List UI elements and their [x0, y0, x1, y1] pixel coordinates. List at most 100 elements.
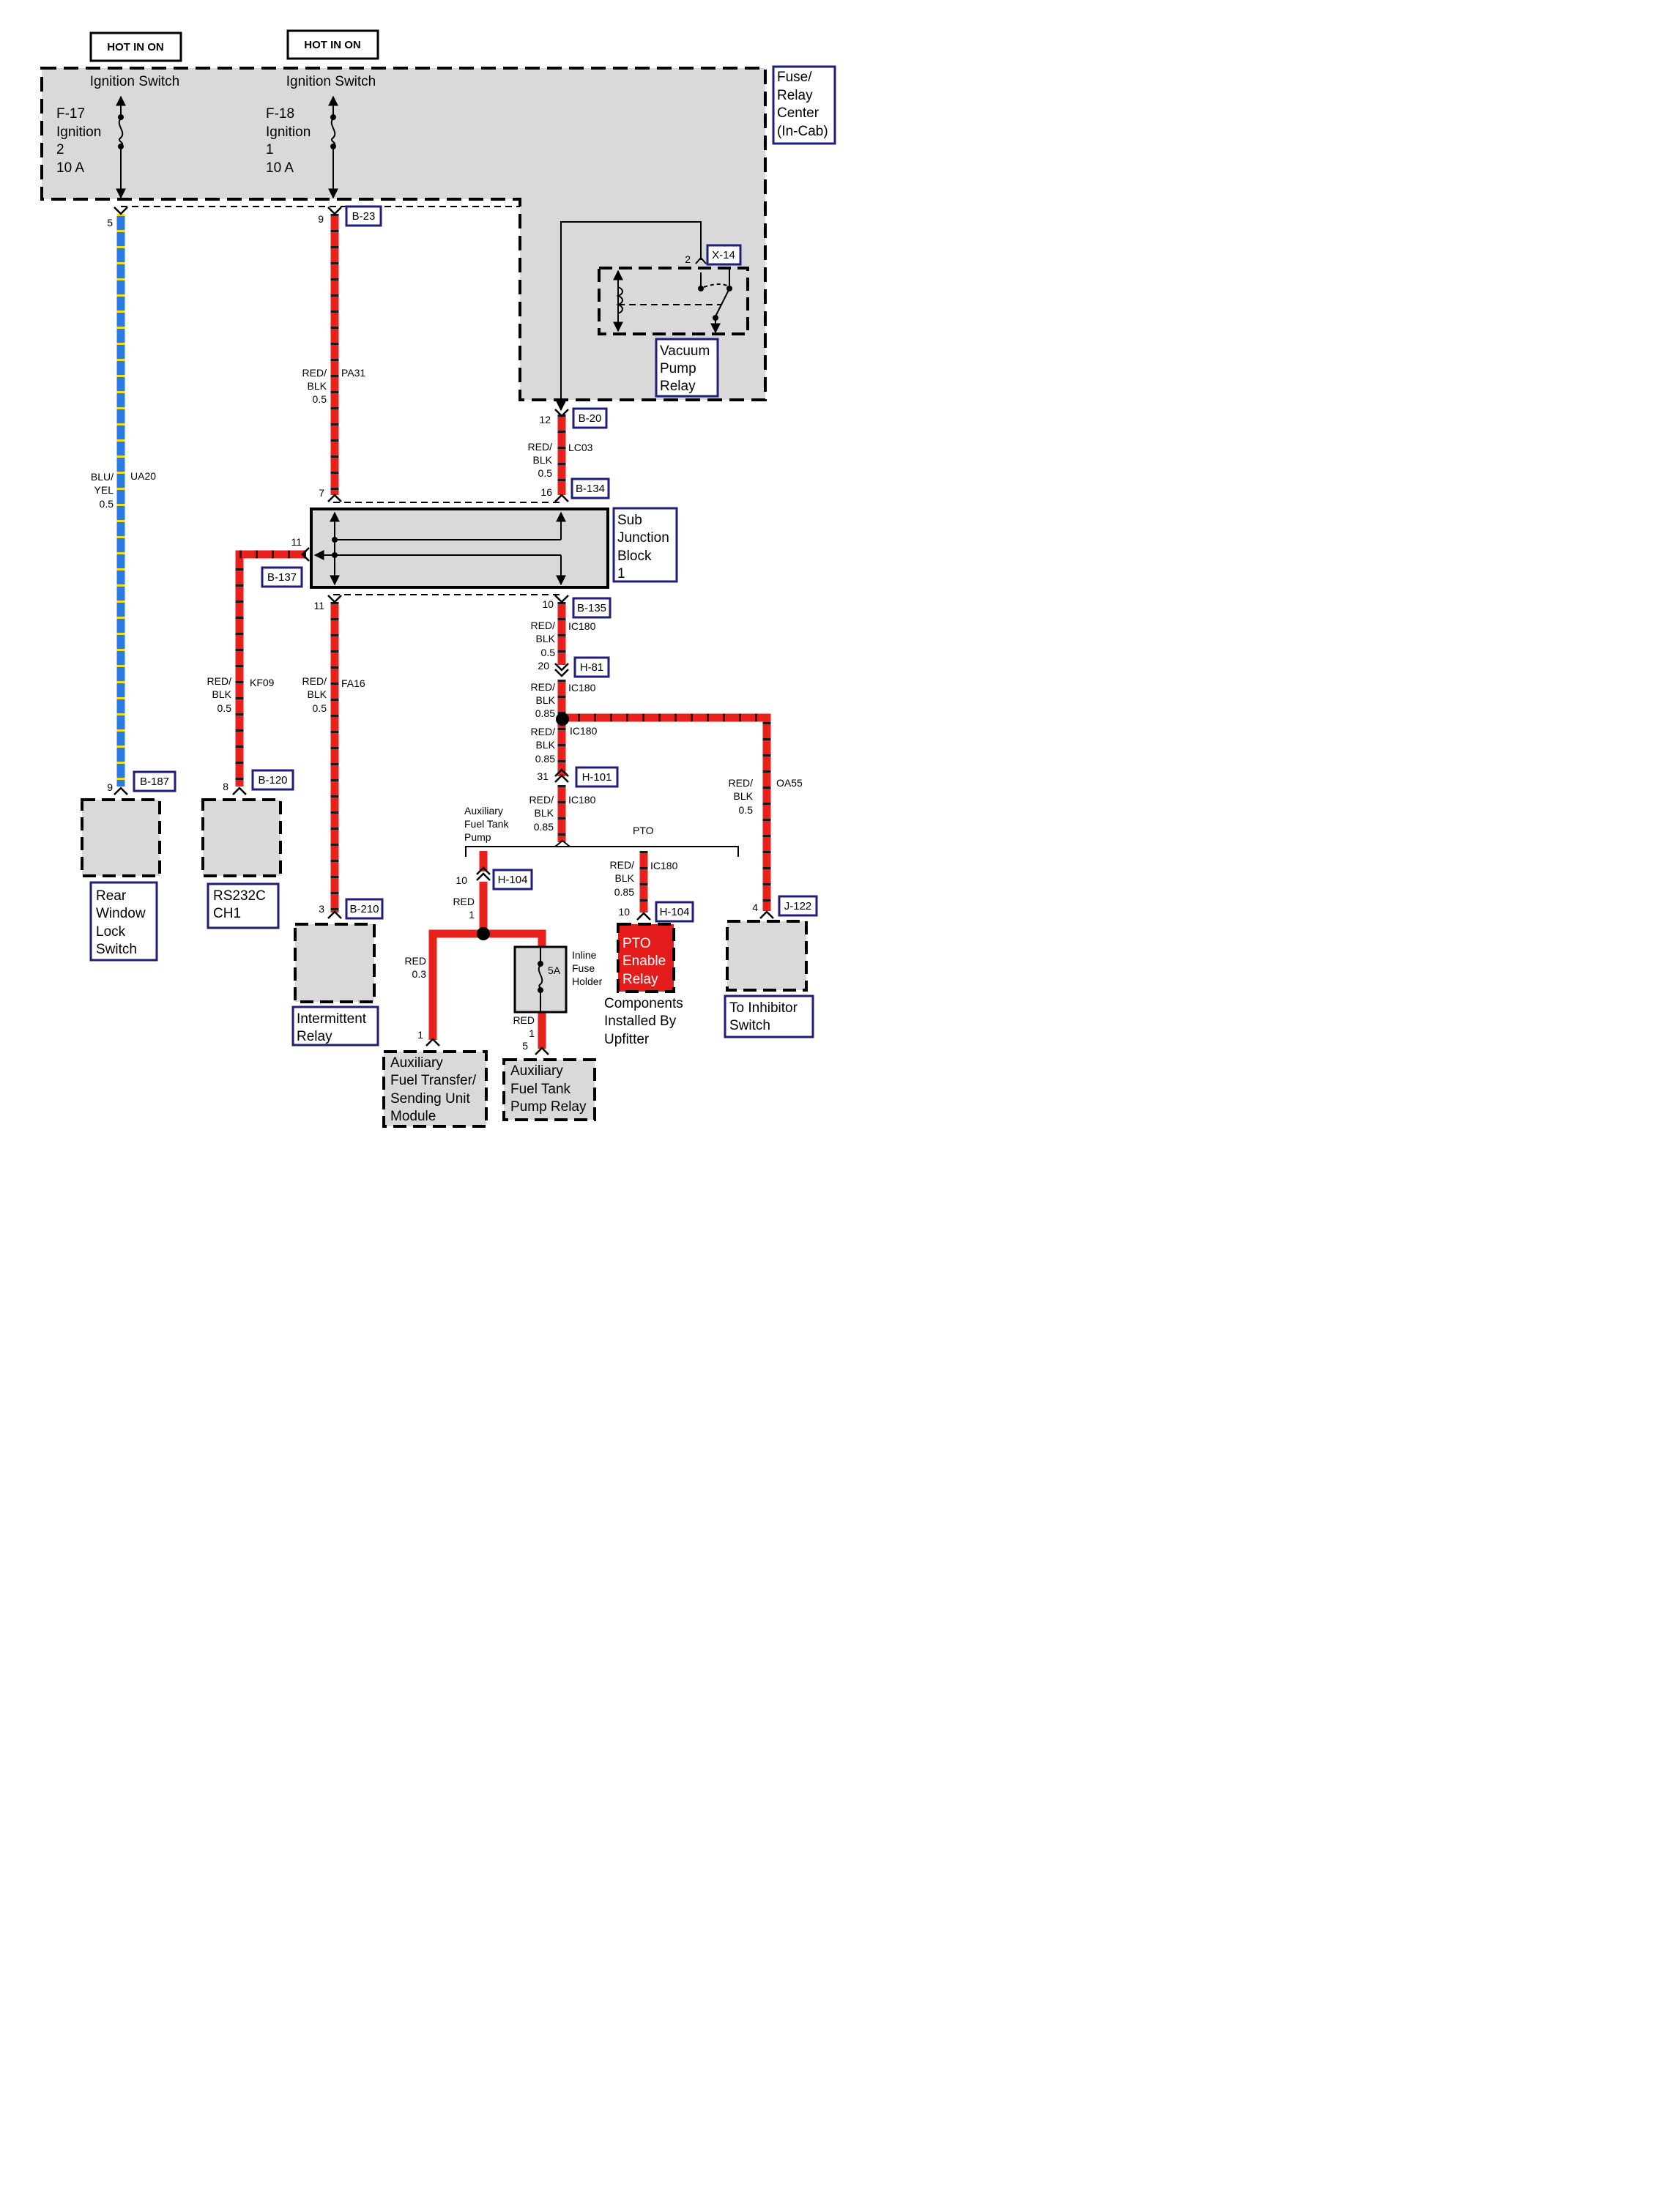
glyph-b210	[327, 910, 342, 919]
connector-b120-label: B-120	[258, 774, 287, 787]
pin-10-h104a: 10	[456, 874, 467, 886]
glyph-b120	[232, 787, 247, 795]
wire-kf09	[235, 550, 306, 787]
fuse-f17-line-1: F-17	[56, 106, 85, 122]
wire-fa16-circuit: FA16	[341, 677, 365, 689]
hot-in-on-label-left: HOT IN ON	[107, 41, 164, 53]
wire-lc03-color-3: 0.5	[538, 467, 553, 479]
glyph-b137	[301, 547, 310, 562]
sub-junction-label-4: 1	[617, 566, 625, 581]
pin-9-top: 9	[318, 213, 324, 225]
connector-h104-a-label: H-104	[498, 874, 528, 886]
ignition-switch-label-f18: Ignition Switch	[286, 74, 376, 89]
aux-transfer-label-1: Auxiliary	[390, 1055, 443, 1071]
glyph-7	[327, 494, 342, 502]
fuse-relay-center-label-2: Relay	[777, 88, 813, 103]
fuse-f17-line-4: 10 A	[56, 160, 84, 176]
wire-ic180a-color-1: RED/	[531, 620, 556, 631]
wire-red03-size: 0.3	[412, 968, 427, 980]
wire-red1b-color: RED	[513, 1014, 535, 1026]
connector-b210-label: B-210	[349, 903, 379, 915]
connector-b135: B-135	[572, 597, 612, 619]
wire-ic180d-color-2: BLK	[535, 807, 554, 819]
wire-lc03-color-1: RED/	[528, 441, 553, 453]
rear-window-label-1: Rear	[96, 888, 127, 904]
wire-red1b-size: 1	[529, 1027, 535, 1039]
wire-oa55-color-1: RED/	[729, 777, 754, 789]
wire-ic180a-color-3: 0.5	[541, 647, 556, 658]
glyph-h104a-a	[476, 866, 491, 875]
fuse-f18-line-1: F-18	[266, 106, 294, 122]
connector-j122: J-122	[778, 895, 818, 917]
inhibitor-label-1: To Inhibitor	[729, 1000, 798, 1016]
vacuum-pump-relay	[556, 221, 749, 412]
ignition-switch-label-f17: Ignition Switch	[90, 74, 180, 89]
wire-ic180b-color-2: BLK	[536, 694, 556, 706]
wire-ic180c-circuit: IC180	[570, 725, 598, 737]
inline-fuse-label-1: Inline	[572, 949, 597, 961]
rs232c-component	[201, 798, 282, 877]
glyph-h101-b	[554, 774, 569, 783]
glyph-11	[327, 595, 342, 603]
wire-ic180d-color-3: 0.85	[534, 821, 554, 833]
inhibitor-switch-component	[726, 920, 808, 992]
connector-j122-label: J-122	[784, 900, 812, 912]
wire-ic180b-color-3: 0.85	[535, 707, 555, 719]
connector-h81-label: H-81	[580, 661, 604, 674]
rear-window-label-3: Lock	[96, 924, 126, 940]
glyph-b135	[554, 595, 569, 603]
wire-ic180c-color-3: 0.85	[535, 753, 555, 765]
sub-junction-label-2: Junction	[617, 530, 669, 546]
wire-ic180pto-circuit: IC180	[650, 860, 678, 871]
wire-ua20-color-1: BLU/	[91, 471, 114, 483]
fuse-relay-center-box	[40, 67, 767, 401]
pin-11-left: 11	[291, 536, 302, 548]
connector-b20: B-20	[572, 407, 608, 429]
aux-fuel-pump-relay-component	[502, 1058, 596, 1121]
wire-fa16-color-2: BLK	[308, 688, 327, 700]
pin-5-relay: 5	[522, 1040, 528, 1052]
wire-pa31-color-2: BLK	[308, 380, 327, 392]
rs232c-label-2: CH1	[213, 906, 241, 921]
upfitter-note-2: Installed By	[604, 1014, 677, 1029]
pin-11-bottom: 11	[313, 600, 324, 611]
fuse-relay-center-label-1: Fuse/	[777, 70, 812, 85]
option-aux-pump-1: Auxiliary	[464, 805, 503, 817]
wire-ic180b-color-1: RED/	[531, 681, 556, 693]
pin-31: 31	[537, 770, 549, 782]
aux-pump-relay-label-1: Auxiliary	[510, 1063, 563, 1079]
glyph-aux-relay	[535, 1047, 549, 1055]
pto-enable-relay-component	[617, 923, 675, 993]
pin-7: 7	[319, 487, 324, 499]
wire-red1a-color: RED	[453, 896, 475, 907]
connector-b23: B-23	[345, 205, 382, 227]
connector-h101: H-101	[575, 766, 619, 788]
fuse-relay-center-label-4: (In-Cab)	[777, 124, 828, 139]
pin-12: 12	[539, 414, 551, 425]
connector-b20-label: B-20	[579, 412, 602, 425]
glyph-h81-b	[554, 669, 569, 677]
wire-oa55	[562, 713, 771, 911]
connector-x14: X-14	[712, 249, 735, 261]
wire-ua20-color-2: YEL	[94, 484, 114, 496]
wire-red1a-size: 1	[469, 909, 475, 921]
pin-8: 8	[223, 781, 228, 792]
inhibitor-label-2: Switch	[729, 1018, 770, 1033]
wire-fa16-color-1: RED/	[302, 675, 327, 687]
aux-pump-relay-label-3: Pump Relay	[510, 1099, 587, 1115]
wire-ic180pto-color-2: BLK	[615, 872, 635, 884]
pin-5: 5	[107, 217, 113, 228]
intermittent-label-2: Relay	[297, 1029, 332, 1044]
option-bracket	[465, 846, 739, 857]
connector-b187: B-187	[133, 770, 176, 792]
pin-1: 1	[417, 1029, 423, 1041]
connector-b137: B-137	[261, 566, 303, 588]
option-aux-pump-3: Pump	[464, 831, 491, 843]
upfitter-note-3: Upfitter	[604, 1032, 650, 1047]
pin-16: 16	[540, 486, 552, 498]
fuse-f18-symbol	[328, 95, 338, 199]
wire-lc03-circuit: LC03	[568, 442, 593, 453]
connector-h104-b-label: H-104	[660, 906, 690, 918]
wire-red-aux-fuse	[483, 929, 546, 947]
